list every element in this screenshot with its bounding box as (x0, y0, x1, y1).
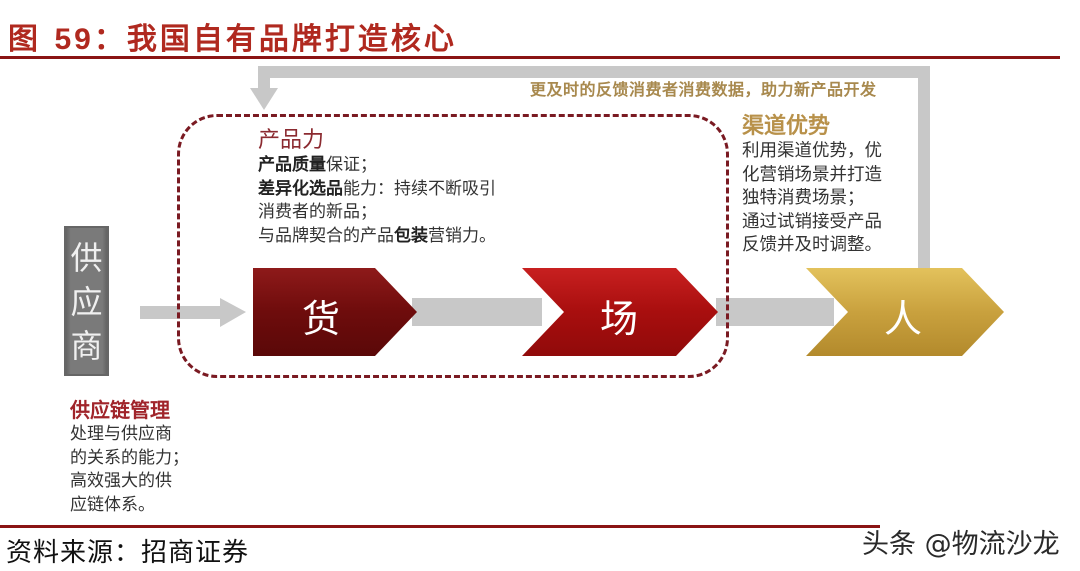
supply-chain-block: 供应链管理 处理与供应商 的关系的能力； 高效强大的供 应链体系。 (70, 394, 189, 517)
channel-advantage-line: 通过试销接受产品 (742, 211, 882, 232)
channel-advantage-line: 化营销场景并打造 (742, 164, 882, 185)
chevron-goods-label: 货 (302, 297, 341, 341)
product-power-line: 与品牌契合的产品包装营销力。 (258, 225, 496, 246)
goods-to-venue-connector (412, 298, 542, 326)
supplier-to-goods-arrow (140, 298, 246, 327)
chevron-people-shape (806, 268, 1004, 356)
supplier-char: 应 (70, 283, 103, 321)
supply-chain-line: 处理与供应商 (70, 424, 172, 444)
product-power-body: 产品质量保证； 差异化选品能力：持续不断吸引 消费者的新品； 与品牌契合的产品包… (258, 154, 496, 248)
channel-advantage-line: 利用渠道优势，优 (742, 141, 882, 161)
supplier-node: 供 应 商 (64, 226, 109, 376)
title-divider (0, 56, 1060, 59)
product-power-line: 消费者的新品； (258, 202, 377, 222)
feedback-loop-arrow (250, 66, 930, 268)
feedback-loop-label: 更及时的反馈消费者消费数据，助力新产品开发 (530, 80, 877, 99)
channel-advantage-block: 渠道优势 利用渠道优势，优 化营销场景并打造 独特消费场景； 通过试销接受产品 … (742, 108, 882, 258)
footer-divider (0, 525, 880, 528)
channel-advantage-line: 反馈并及时调整。 (742, 235, 882, 255)
watermark: 头条 @物流沙龙 (862, 529, 1060, 560)
figure-title: 图 59：我国自有品牌打造核心 (8, 14, 457, 58)
chevron-goods-shape (253, 268, 417, 356)
chevron-people-label: 人 (884, 297, 923, 341)
product-power-title: 产品力 (258, 128, 325, 153)
channel-advantage-body: 利用渠道优势，优 化营销场景并打造 独特消费场景； 通过试销接受产品 反馈并及时… (742, 140, 882, 258)
source-note: 资料来源：招商证券 (6, 538, 250, 568)
channel-advantage-line: 独特消费场景； (742, 188, 865, 208)
supplier-char: 供 (70, 239, 103, 277)
chevron-venue-label: 场 (600, 297, 639, 341)
supply-chain-line: 高效强大的供 (70, 471, 172, 491)
supplier-char: 商 (70, 327, 103, 365)
supply-chain-line: 的关系的能力； (70, 447, 189, 468)
figure-prefix: 图 (8, 22, 41, 57)
product-power-block: 产品力 产品质量保证； 差异化选品能力：持续不断吸引 消费者的新品； 与品牌契合… (258, 122, 496, 248)
product-power-line: 产品质量保证； (258, 155, 377, 175)
figure-number: 59 (54, 23, 94, 56)
venue-to-people-connector (716, 298, 834, 326)
supply-chain-body: 处理与供应商 的关系的能力； 高效强大的供 应链体系。 (70, 423, 189, 517)
figure-title-text: ：我国自有品牌打造核心 (93, 22, 457, 57)
chevron-venue-shape (522, 268, 718, 356)
goods-venue-group-box (177, 114, 729, 378)
product-power-line: 差异化选品能力：持续不断吸引 (258, 178, 496, 199)
supply-chain-title: 供应链管理 (70, 398, 170, 422)
channel-advantage-title: 渠道优势 (742, 113, 831, 139)
supply-chain-line: 应链体系。 (70, 494, 155, 515)
